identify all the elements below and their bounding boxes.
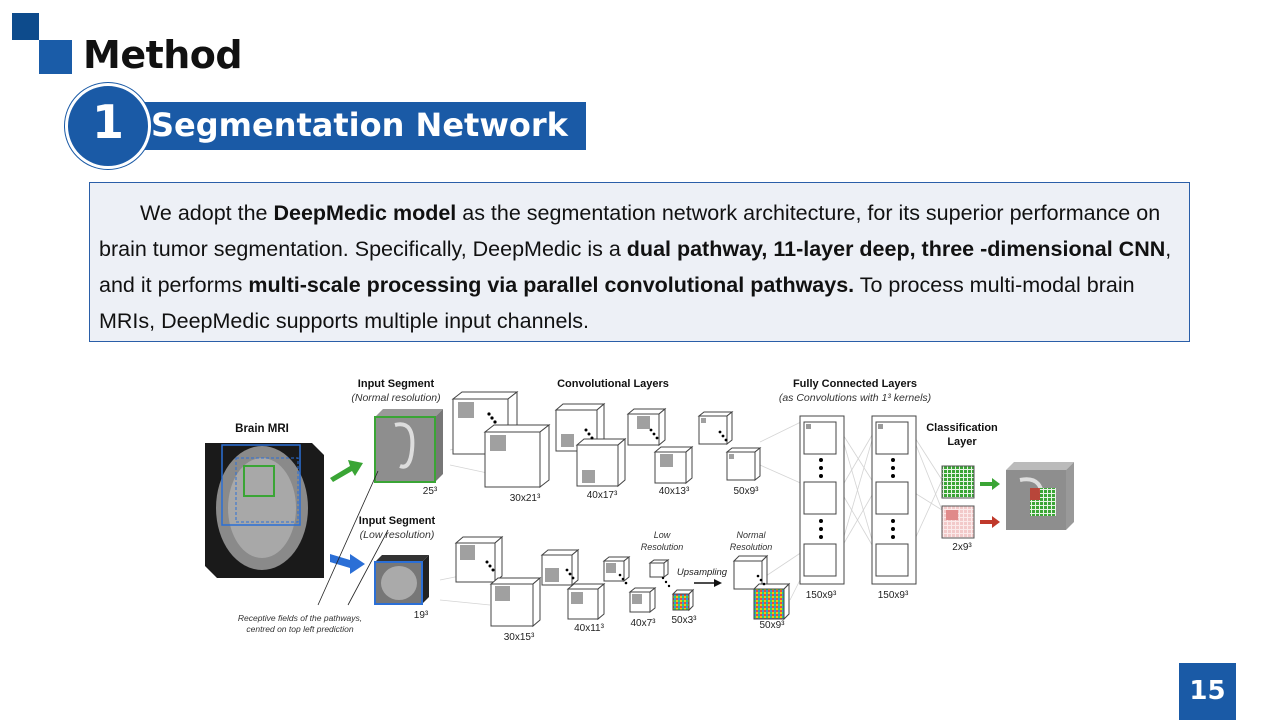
output-green-arrow-icon [980,478,1000,490]
receptive-field-normal [243,465,275,497]
size-bottom-3: 40x7³ [630,618,656,629]
size-top-2: 40x17³ [587,490,618,501]
conv-block-bottom-3 [602,555,657,614]
blue-arrow-icon [330,554,365,574]
connection-lines [439,419,943,606]
label-fc-layers: Fully Connected Layers [793,378,917,390]
classification-class-1 [941,465,975,499]
section-number: 1 [91,95,124,149]
size-bottom-2: 40x11³ [574,623,605,634]
size-classification: 2x9³ [952,542,972,553]
bold-run-multiscale: multi-scale processing via parallel conv… [248,273,855,297]
conv-block-top-2 [554,402,627,488]
brain-mri-inner [228,458,296,558]
conv-block-bottom-2 [540,548,606,621]
size-top-3: 40x13³ [659,486,690,497]
label-brain-mri: Brain MRI [235,423,289,435]
label-classification: Classification [926,422,998,434]
size-top-1: 30x21³ [510,493,541,504]
section-number-badge [65,83,151,169]
input-segment-normal [374,409,443,483]
receptive-field-dashed [235,457,299,523]
size-bottom-1: 30x15³ [504,632,535,643]
conv-block-top-4 [697,410,762,482]
label-upsampling: Upsampling [677,567,728,578]
label-input-normal: Input Segment [358,378,435,390]
size-fc-1: 150x9³ [806,590,837,601]
caption-receptive-1: Receptive fields of the pathways, [238,613,362,623]
conv-block-bottom-1 [454,535,542,628]
green-arrow-icon [330,460,363,482]
description-paragraph: We adopt the DeepMedic model as the segm… [99,195,1180,339]
receptive-field-low [221,444,301,526]
size-input-low: 19³ [414,610,429,621]
segmentation-output [1006,462,1074,530]
size-bottom-4: 50x3³ [671,615,697,626]
label-input-normal-sub: (Normal resolution) [351,392,440,404]
input-segment-low [374,555,429,605]
decor-square-bottom [39,40,72,74]
text-run: To process multi-modal brain MRIs, DeepM… [99,273,1135,333]
top-pathway-layers [451,390,762,489]
description-box: We adopt the DeepMedic model as the segm… [89,182,1190,342]
bottom-pathway-layers [454,535,695,628]
page-number: 15 [1179,663,1236,720]
bold-run-architecture: dual pathway, 11-layer deep, three -dime… [626,237,1166,261]
label-input-low-sub: (Low resolution) [360,529,435,541]
text-run: We adopt the [140,201,274,225]
size-fc-2: 150x9³ [878,590,909,601]
size-input-normal: 25³ [423,486,438,497]
conv-block-bottom-4 [648,559,695,612]
section-banner [138,102,586,150]
section-label: Segmentation Network [151,106,568,144]
fc-layer-2 [871,415,917,585]
upsampled-block [732,554,791,621]
label-classification-2: Layer [947,436,977,448]
label-low-res-1: Low [654,530,671,540]
fc-layer-1 [799,415,845,585]
label-normal-res-1: Normal [736,530,766,540]
label-low-res-2: Resolution [641,542,684,552]
label-normal-res-2: Resolution [730,542,773,552]
label-fc-sub: (as Convolutions with 1³ kernels) [779,392,931,404]
conv-block-top-3 [626,407,694,485]
pointer-line [347,529,389,606]
upsampling-arrow-icon [714,579,722,587]
decor-square-top [12,13,39,40]
text-run: , and it performs [99,237,1172,297]
classification-class-2 [941,505,975,539]
deepmedic-architecture-figure: Brain MRI Input Segment (Normal resoluti… [205,378,1074,643]
pointer-line [317,470,379,606]
bold-run-model: DeepMedic model [273,201,457,225]
caption-receptive-2: centred on top left prediction [246,624,354,634]
label-conv-layers: Convolutional Layers [557,378,669,390]
output-red-arrow-icon [980,516,1000,528]
size-top-4: 50x9³ [733,486,759,497]
slide-title: Method [83,33,243,77]
conv-block-top-1 [451,390,551,489]
size-upsampled: 50x9³ [759,620,785,631]
text-run: as the segmentation network architecture… [99,201,1161,261]
label-input-low: Input Segment [359,515,436,527]
